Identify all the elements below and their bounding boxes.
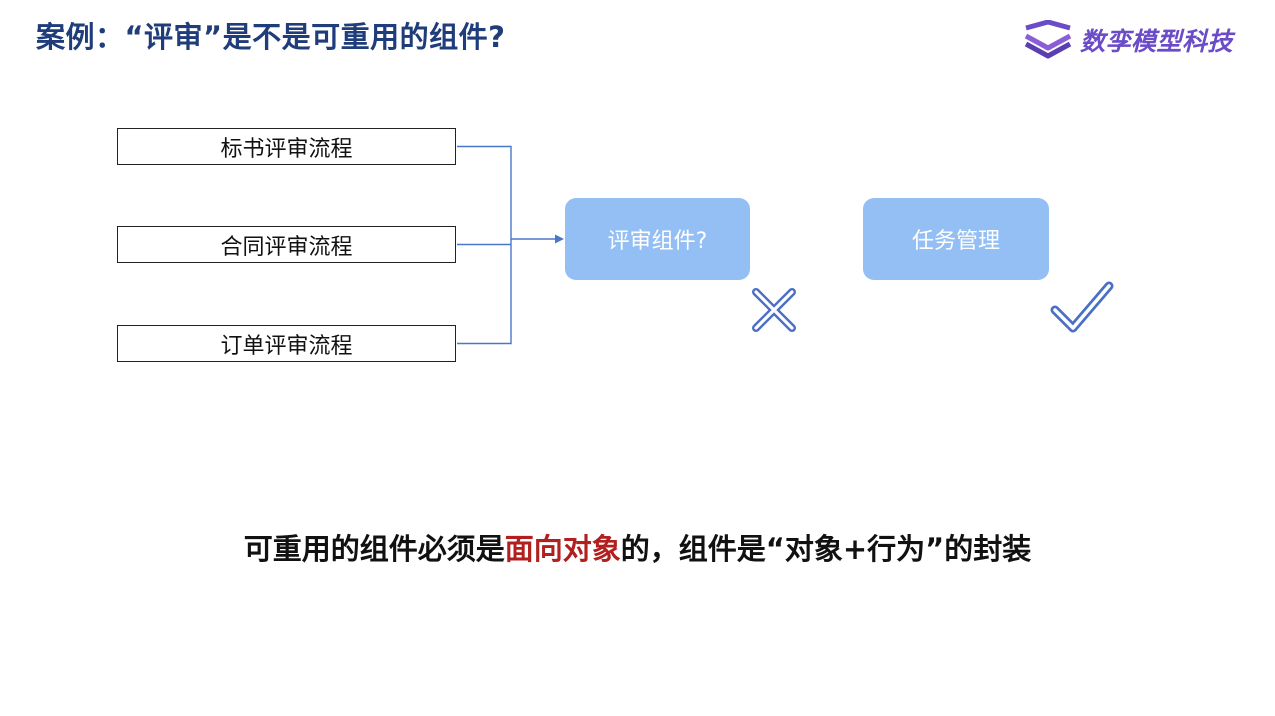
review-component-box: 评审组件? (565, 198, 750, 280)
conclusion-statement: 可重用的组件必须是面向对象的，组件是“对象+行为”的封装 (0, 526, 1275, 568)
conclusion-highlight: 面向对象 (504, 532, 621, 566)
page-title: 案例：“评审”是不是可重用的组件? (36, 20, 506, 54)
flow-box-bid-review: 标书评审流程 (117, 128, 456, 165)
flow-box-order-review: 订单评审流程 (117, 325, 456, 362)
brand-name: 数孪模型科技 (1080, 27, 1234, 56)
check-icon (1050, 281, 1114, 333)
arrow-head-icon (555, 234, 564, 244)
layered-chevron-logo-icon (1024, 20, 1072, 59)
flow-box-contract-review: 合同评审流程 (117, 226, 456, 263)
brand-logo: 数孪模型科技 (1022, 18, 1233, 62)
cross-icon (752, 288, 796, 332)
task-management-box: 任务管理 (863, 198, 1049, 280)
conclusion-text-part2: 的，组件是“对象+行为”的封装 (620, 532, 1032, 566)
conclusion-text-part1: 可重用的组件必须是 (243, 532, 505, 566)
